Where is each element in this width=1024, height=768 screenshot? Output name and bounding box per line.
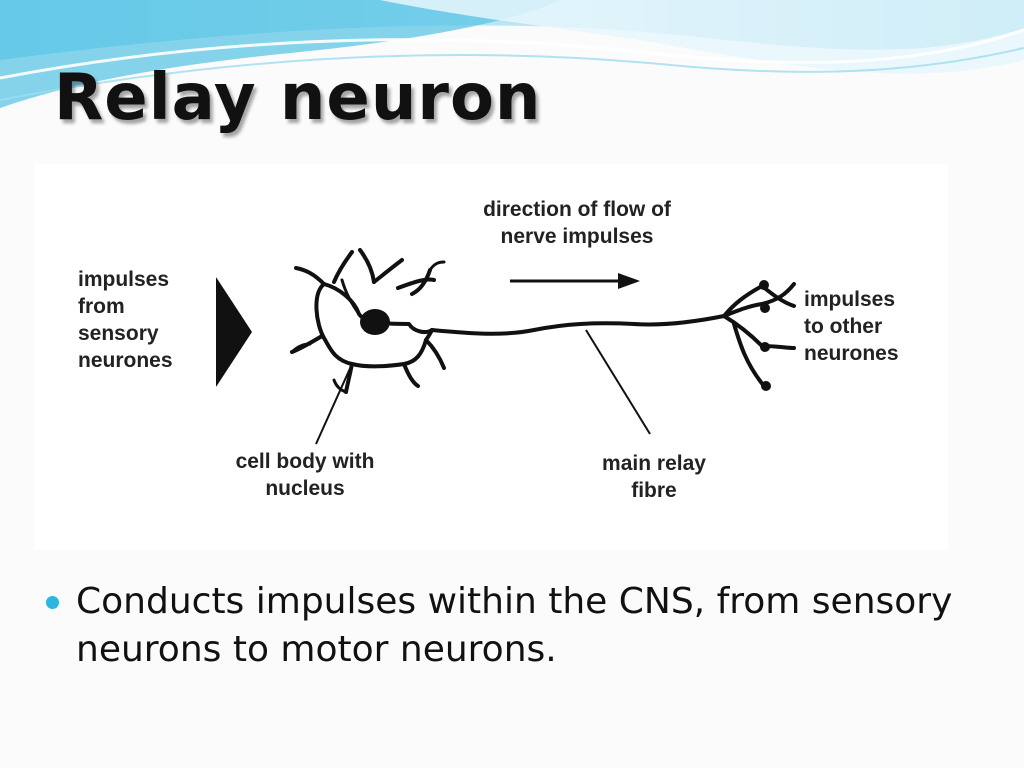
dendrite-4 — [358, 248, 376, 284]
label-impulses-to-other: impulses to other neurones — [804, 286, 899, 367]
label-line: impulses — [78, 268, 170, 291]
bullet-item: Conducts impulses within the CNS, from s… — [76, 581, 953, 670]
dendrite-7 — [410, 268, 432, 296]
label-line: neurones — [78, 349, 173, 372]
dendrite-12 — [332, 378, 348, 394]
label-impulses-from-sensory: impulses from sensory neurones — [78, 266, 173, 374]
neuron-drawing — [216, 248, 796, 445]
terminal-branch-4 — [732, 322, 766, 388]
dendrite-3 — [340, 278, 361, 316]
dendrite-1 — [294, 266, 326, 286]
bullet-marker — [46, 596, 59, 609]
label-line: cell body with — [235, 450, 375, 473]
terminal-branch-3 — [722, 314, 764, 348]
dendrite-2 — [332, 250, 354, 284]
label-line: neurones — [804, 342, 899, 365]
terminal-branch-2 — [722, 302, 764, 318]
label-line: from — [78, 295, 125, 318]
dendrite-6 — [396, 277, 436, 290]
synaptic-knob-2 — [760, 303, 770, 313]
label-line: nucleus — [265, 477, 345, 500]
label-line: direction of flow of — [483, 198, 671, 221]
label-line: main relay — [602, 452, 706, 475]
header-wave-light — [380, 0, 1024, 74]
terminal-branch-1 — [722, 284, 764, 318]
header-wave-left — [0, 0, 560, 108]
relay-neuron-diagram: impulses from sensory neurones direction… — [34, 164, 948, 550]
synaptic-knob-3 — [760, 342, 770, 352]
leader-line-cell-body — [315, 363, 353, 445]
label-line: fibre — [631, 479, 677, 502]
terminal-branch-6 — [760, 282, 796, 306]
main-relay-fibre-line — [430, 314, 726, 336]
label-main-relay-fibre: main relay fibre — [574, 450, 734, 504]
header-wave-line — [0, 28, 1024, 80]
label-line: to other — [804, 315, 883, 338]
nucleus — [360, 309, 390, 335]
header-wave-line-2 — [0, 47, 1024, 101]
label-line: sensory — [78, 322, 159, 345]
leader-line-fibre — [585, 329, 651, 435]
label-flow-direction: direction of flow of nerve impulses — [472, 196, 682, 250]
label-cell-body: cell body with nucleus — [210, 448, 400, 502]
label-line: nerve impulses — [500, 225, 654, 248]
flow-arrow-head — [618, 273, 640, 289]
dendrite-10 — [290, 342, 312, 354]
dendrite-13 — [402, 362, 420, 388]
impulse-input-wedge — [216, 277, 252, 387]
synaptic-knob-4 — [761, 381, 771, 391]
dendrite-14 — [424, 338, 446, 370]
slide-title: Relay neuron — [54, 61, 542, 135]
dendrite-5 — [372, 258, 404, 284]
synaptic-knob-1 — [759, 280, 769, 290]
label-line: impulses — [804, 288, 896, 311]
dendrite-8 — [428, 260, 446, 272]
